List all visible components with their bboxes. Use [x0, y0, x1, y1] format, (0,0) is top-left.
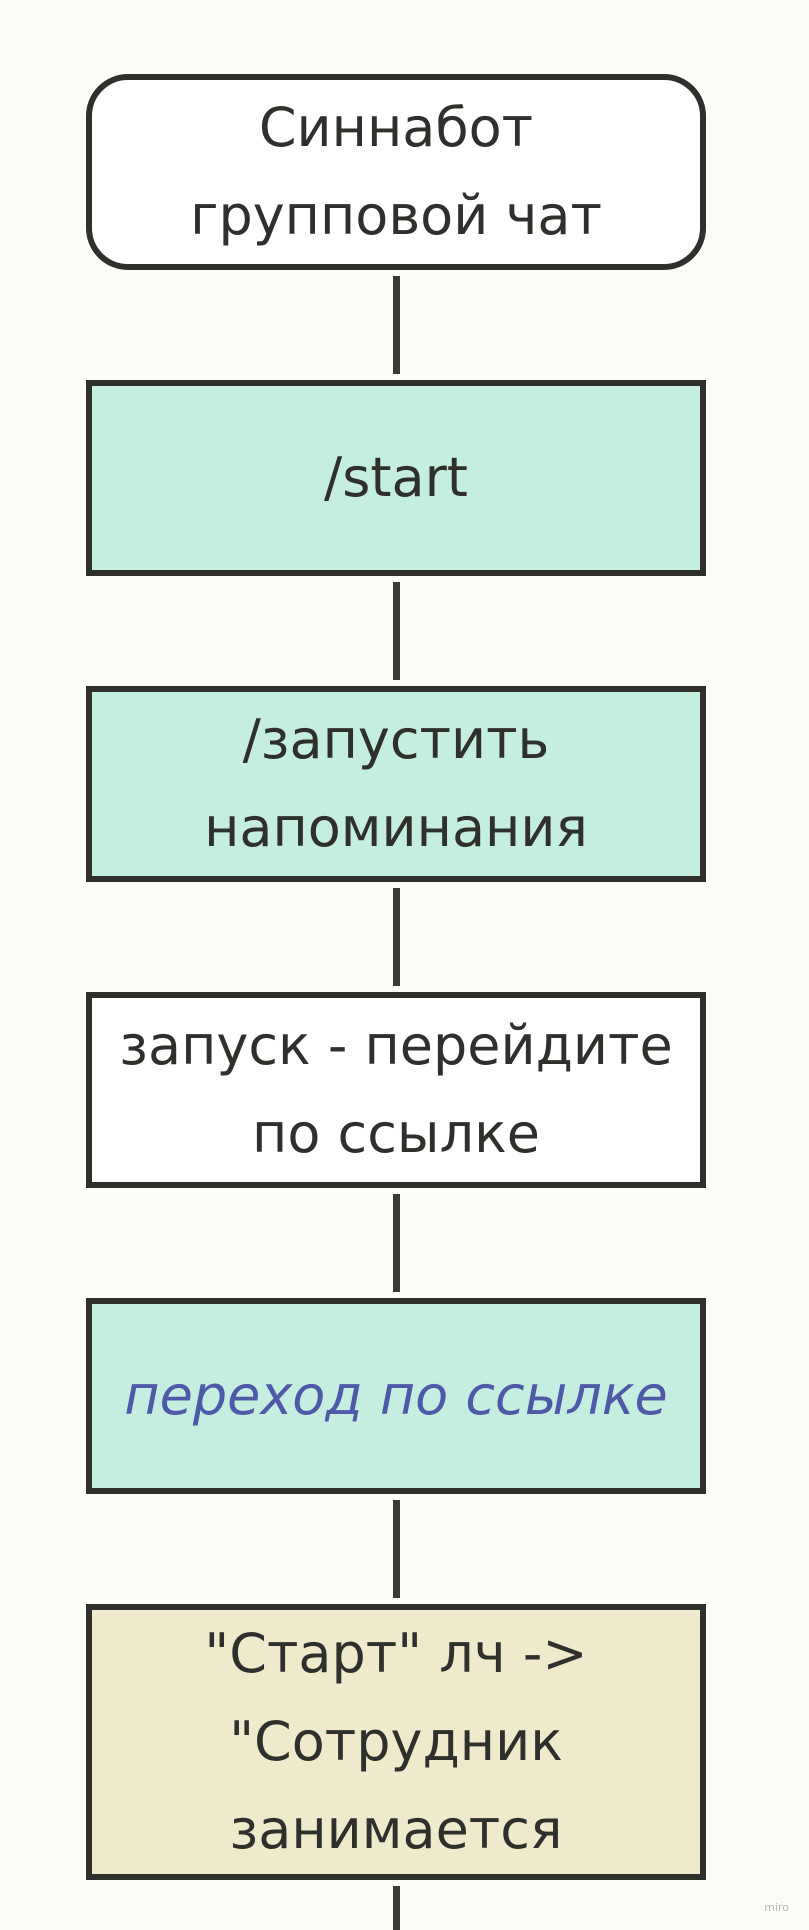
- flow-node-launch-follow-link[interactable]: запуск - перейдите по ссылке: [86, 992, 706, 1188]
- node-link-text[interactable]: переход по ссылке: [124, 1364, 668, 1427]
- node-text: /start: [324, 434, 468, 522]
- node-text: /запустить напоминания: [204, 696, 588, 872]
- node-text: Синнабот групповой чат: [190, 84, 602, 260]
- flow-node-start-reminders[interactable]: /запустить напоминания: [86, 686, 706, 882]
- connector-line: [393, 888, 400, 986]
- flow-node-start-command[interactable]: /start: [86, 380, 706, 576]
- connector-line: [393, 276, 400, 374]
- flow-node-synnabot-group-chat[interactable]: Синнабот групповой чат: [86, 74, 706, 270]
- node-line: /start: [324, 446, 468, 509]
- node-line: "Сотрудник: [229, 1710, 563, 1773]
- connector-line: [393, 1886, 400, 1930]
- node-line: напоминания: [204, 796, 588, 859]
- flow-node-follow-link[interactable]: переход по ссылке: [86, 1298, 706, 1494]
- flow-node-start-pm-employee[interactable]: "Старт" лч -> "Сотрудник занимается: [86, 1604, 706, 1880]
- connector-line: [393, 582, 400, 680]
- connector-line: [393, 1500, 400, 1598]
- connector-line: [393, 1194, 400, 1292]
- node-line: /запустить: [242, 708, 550, 771]
- miro-watermark: miro: [764, 1901, 789, 1914]
- node-line: занимается: [229, 1798, 563, 1861]
- node-line: по ссылке: [252, 1102, 540, 1165]
- node-text: переход по ссылке: [124, 1352, 667, 1440]
- node-text: "Старт" лч -> "Сотрудник занимается: [204, 1610, 587, 1874]
- node-line: Синнабот: [258, 96, 534, 159]
- node-line: "Старт" лч ->: [204, 1622, 588, 1685]
- node-text: запуск - перейдите по ссылке: [119, 1002, 672, 1178]
- node-line: групповой чат: [190, 184, 602, 247]
- node-line: запуск - перейдите: [119, 1014, 673, 1077]
